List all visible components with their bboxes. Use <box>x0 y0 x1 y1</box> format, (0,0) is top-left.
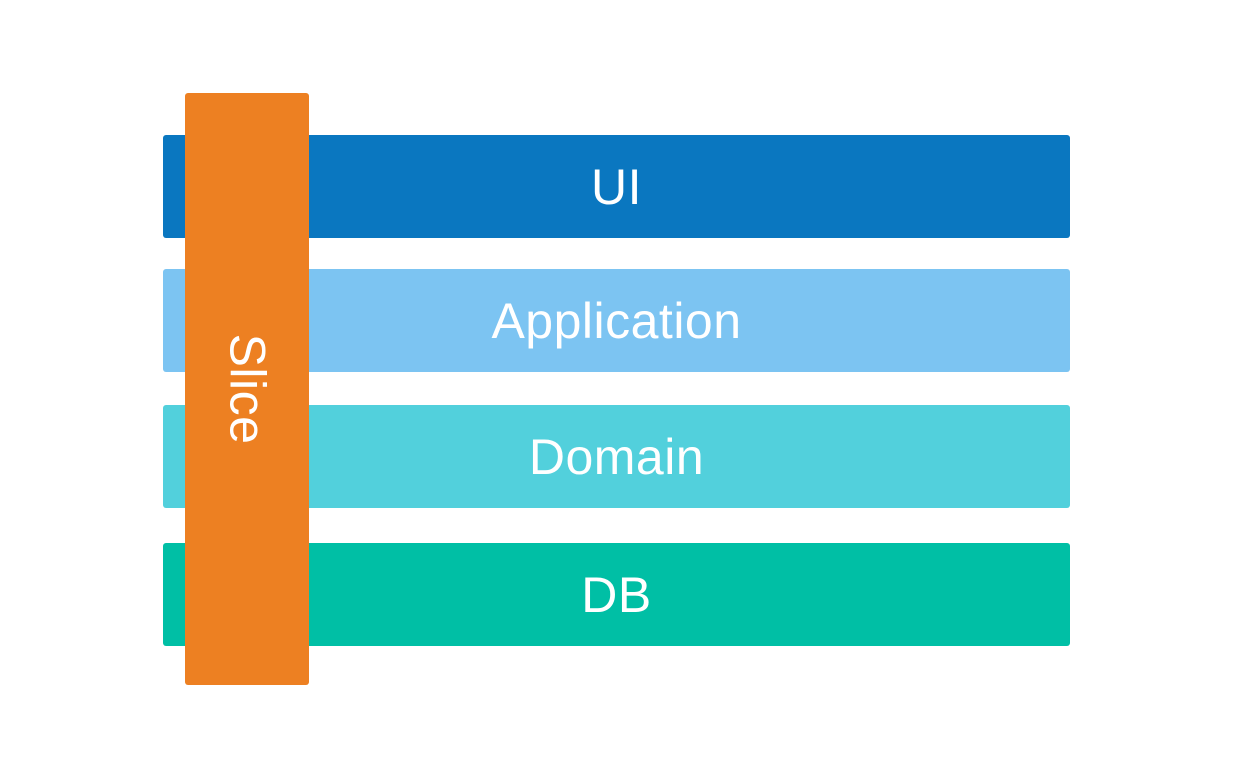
layer-label-domain: Domain <box>528 428 705 485</box>
vertical-slice-label: Slice <box>219 333 275 445</box>
layer-bar-db[interactable]: DB <box>163 543 1070 646</box>
layer-bar-application[interactable]: Application <box>163 269 1070 372</box>
layer-bar-ui[interactable]: UI <box>163 135 1070 238</box>
layer-label-ui: UI <box>591 158 642 215</box>
vertical-slice-bar[interactable]: Slice <box>185 93 309 685</box>
layer-bar-domain[interactable]: Domain <box>163 405 1070 508</box>
layer-label-application: Application <box>491 292 742 349</box>
layer-label-db: DB <box>581 566 652 623</box>
